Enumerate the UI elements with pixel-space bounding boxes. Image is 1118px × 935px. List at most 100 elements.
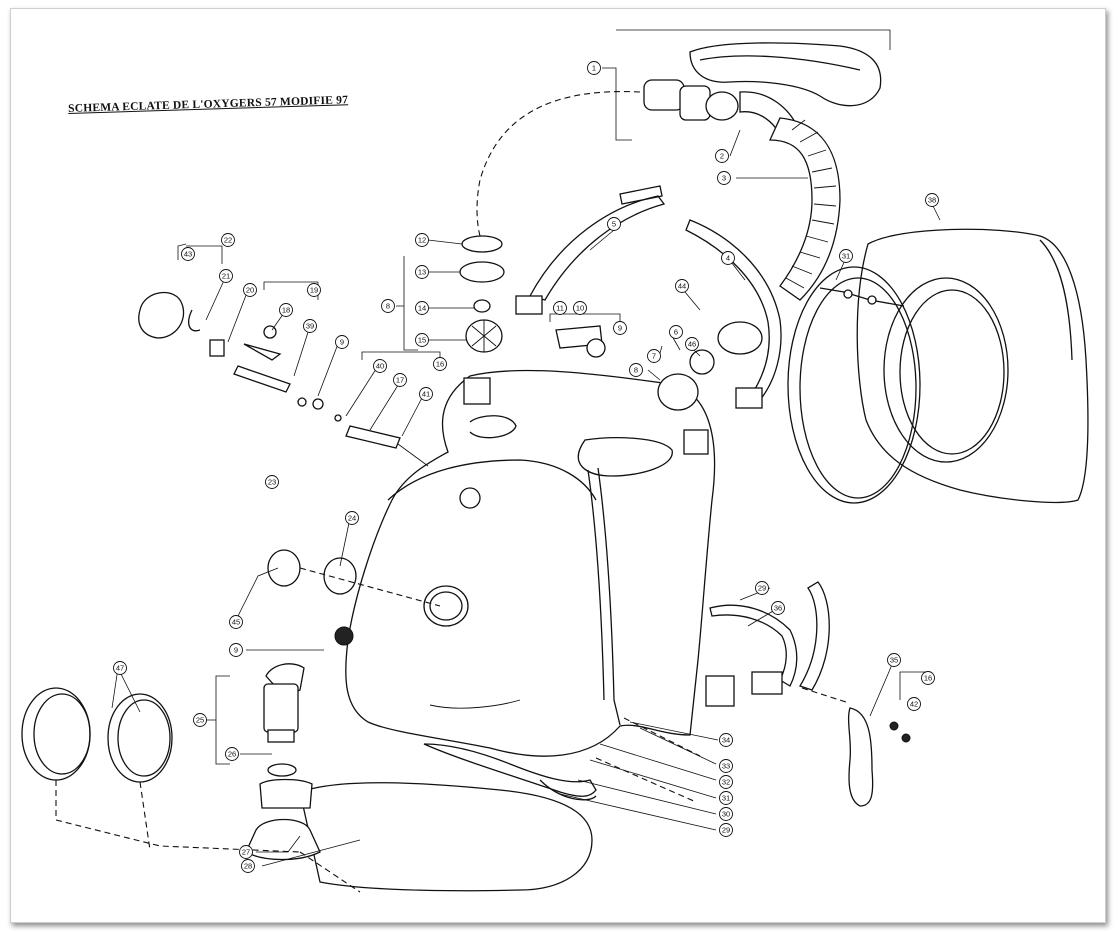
callout-number: 12 xyxy=(418,236,426,245)
callout-2: 2 xyxy=(715,149,729,163)
callout-number: 44 xyxy=(678,282,686,291)
callout-circle xyxy=(719,823,733,837)
callout-circle xyxy=(573,301,587,315)
callout-circle xyxy=(771,601,785,615)
callout-number: 20 xyxy=(246,286,254,295)
corrugated-hose xyxy=(768,117,841,301)
callout-number: 27 xyxy=(242,848,250,857)
callout-number: 33 xyxy=(722,762,730,771)
callout-number: 6 xyxy=(674,328,678,337)
callout-42: 42 xyxy=(907,697,921,711)
callout-circle xyxy=(345,511,359,525)
callout-circle xyxy=(719,807,733,821)
small-parts xyxy=(138,291,429,467)
callout-46: 46 xyxy=(685,337,699,351)
callout-38: 38 xyxy=(925,193,939,207)
callout-8: 8 xyxy=(629,363,643,377)
callout-20: 20 xyxy=(243,283,257,297)
callout-circle xyxy=(243,283,257,297)
callout-number: 31 xyxy=(722,794,730,803)
callout-number: 16 xyxy=(436,360,444,369)
callout-circle xyxy=(221,233,235,247)
callout-circle xyxy=(303,319,317,333)
callout-4: 4 xyxy=(721,251,735,265)
callout-14: 14 xyxy=(415,301,429,315)
callout-circle xyxy=(113,661,127,675)
callout-circle xyxy=(755,581,769,595)
callout-circle xyxy=(685,337,699,351)
callout-circle xyxy=(675,279,689,293)
callout-number: 8 xyxy=(634,366,638,375)
callout-number: 9 xyxy=(618,324,622,333)
callout-30: 30 xyxy=(719,807,733,821)
callout-circle xyxy=(381,299,395,313)
callout-9: 9 xyxy=(229,643,243,657)
callout-circle xyxy=(335,335,349,349)
callout-circle xyxy=(925,193,939,207)
body-ports xyxy=(267,487,481,627)
callout-41: 41 xyxy=(419,387,433,401)
callout-circle xyxy=(307,283,321,297)
callout-circle xyxy=(717,171,731,185)
callout-circle xyxy=(229,615,243,629)
callout-27: 27 xyxy=(239,845,253,859)
callout-number: 35 xyxy=(890,656,898,665)
ring-stack xyxy=(459,235,505,353)
callout-number: 31 xyxy=(842,252,850,261)
callout-33: 33 xyxy=(719,759,733,773)
callout-number: 9 xyxy=(340,338,344,347)
callout-number: 29 xyxy=(758,584,766,593)
mouthpiece-assembly xyxy=(643,42,882,135)
callout-number: 40 xyxy=(376,362,384,371)
callout-number: 4 xyxy=(726,254,730,263)
callout-12: 12 xyxy=(415,233,429,247)
assembly-lines xyxy=(55,91,847,893)
callout-circle xyxy=(373,359,387,373)
leader-lines xyxy=(111,29,941,867)
callout-number: 42 xyxy=(910,700,918,709)
callout-circle xyxy=(669,325,683,339)
callout-36: 36 xyxy=(771,601,785,615)
callout-23: 23 xyxy=(265,475,279,489)
callout-circle xyxy=(719,775,733,789)
callout-43: 43 xyxy=(181,247,195,261)
callout-circle xyxy=(719,733,733,747)
callout-circle xyxy=(415,333,429,347)
callout-number: 16 xyxy=(924,674,932,683)
callout-circle xyxy=(181,247,195,261)
callout-number: 22 xyxy=(224,236,232,245)
callout-number: 36 xyxy=(774,604,782,613)
callout-number: 7 xyxy=(652,352,656,361)
callout-13: 13 xyxy=(415,265,429,279)
callout-19: 19 xyxy=(307,283,321,297)
callout-number: 15 xyxy=(418,336,426,345)
callout-9: 9 xyxy=(335,335,349,349)
callout-circle xyxy=(553,301,567,315)
callout-40: 40 xyxy=(373,359,387,373)
callout-circle xyxy=(433,357,447,371)
callout-44: 44 xyxy=(675,279,689,293)
callout-number: 2 xyxy=(720,152,724,161)
callout-number: 47 xyxy=(116,664,124,673)
callout-number: 30 xyxy=(722,810,730,819)
callout-circle xyxy=(629,363,643,377)
callout-circle xyxy=(587,61,601,75)
callout-18: 18 xyxy=(279,303,293,317)
callout-number: 25 xyxy=(196,716,204,725)
callout-circle xyxy=(715,149,729,163)
callout-number: 26 xyxy=(228,750,236,759)
callout-number: 34 xyxy=(722,736,730,745)
callout-circle xyxy=(239,845,253,859)
callout-number: 11 xyxy=(556,304,564,313)
callout-3: 3 xyxy=(717,171,731,185)
oxygen-cylinder xyxy=(299,782,593,892)
callout-number: 46 xyxy=(688,340,696,349)
callout-number: 23 xyxy=(268,478,276,487)
callout-circle xyxy=(607,217,621,231)
callout-29: 29 xyxy=(719,823,733,837)
callout-7: 7 xyxy=(647,349,661,363)
head-strap xyxy=(515,185,666,315)
callout-31: 31 xyxy=(719,791,733,805)
callout-8: 8 xyxy=(381,299,395,313)
callout-circle xyxy=(193,713,207,727)
